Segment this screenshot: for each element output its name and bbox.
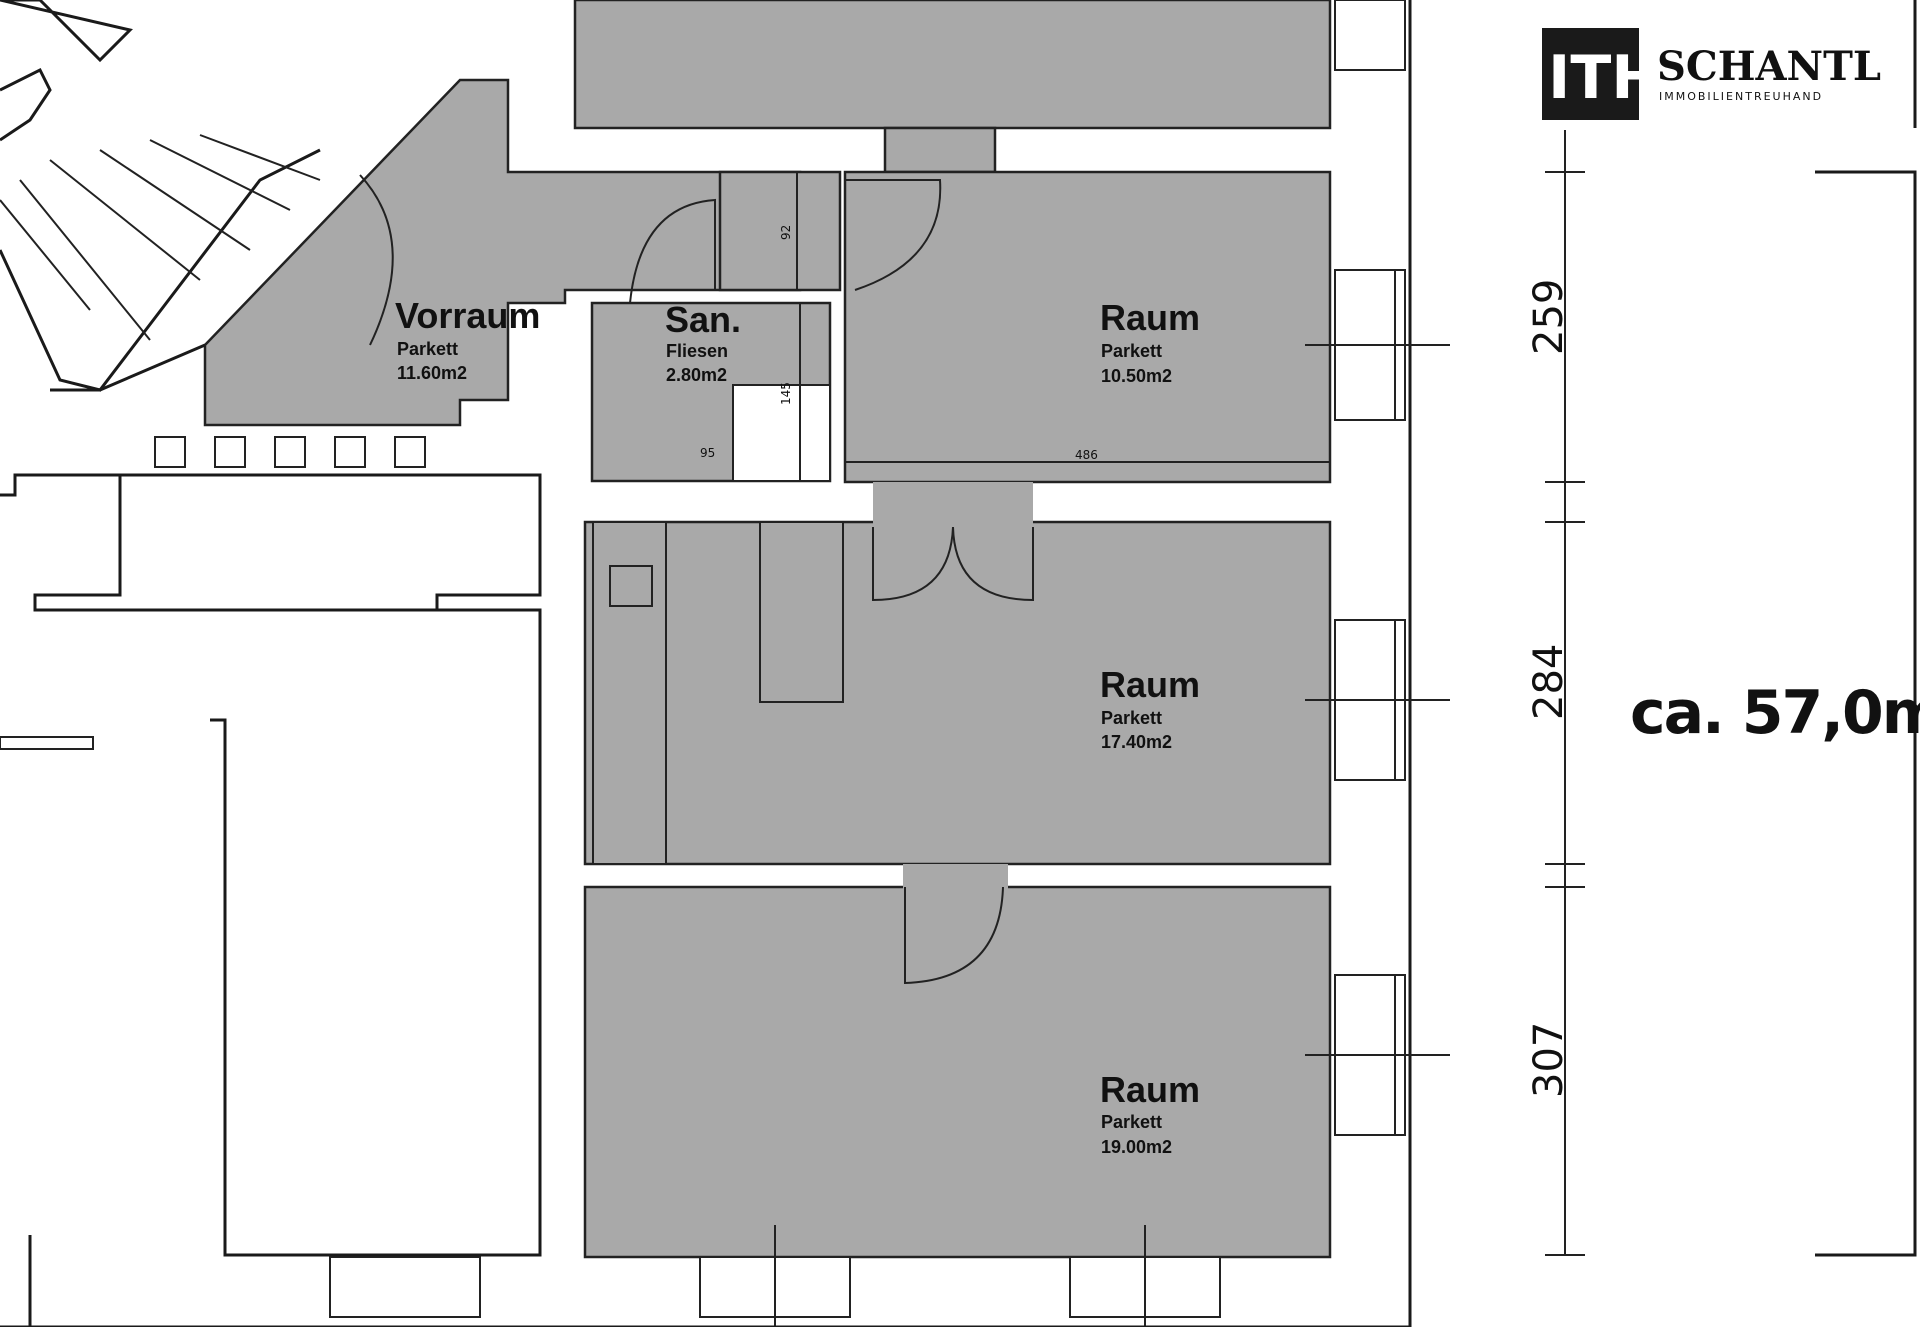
- logo-name: SCHANTL: [1657, 43, 1881, 90]
- block-3: [274, 436, 306, 468]
- dimension-label-259: 259: [1526, 279, 1572, 355]
- dimension-label-145: 145: [779, 382, 793, 405]
- door-arc-raum-1: [845, 179, 942, 291]
- left-wall-outline: [0, 473, 542, 1257]
- raum-3-label: Raum: [1100, 1069, 1200, 1110]
- raum-3-area: 19.00m2: [1101, 1137, 1172, 1157]
- left-shelf: [0, 736, 94, 750]
- dimension-label-486: 486: [1075, 448, 1098, 462]
- left-room-divider: [120, 473, 542, 610]
- raum-2-pillar: [759, 521, 844, 703]
- vorraum-label: Vorraum: [395, 295, 540, 336]
- dimension-label-284: 284: [1526, 644, 1572, 720]
- raum-1-floor: Parkett: [1101, 341, 1162, 361]
- raum-2-floor: Parkett: [1101, 708, 1162, 728]
- door-arc-vorraum: [359, 174, 394, 346]
- raum-1-label: Raum: [1100, 297, 1200, 338]
- san-label: San.: [665, 299, 741, 340]
- total-area-label: ca. 57,0m²: [1630, 678, 1920, 748]
- san-floor: Fliesen: [666, 341, 728, 361]
- vorraum-outer-wall: [50, 343, 206, 392]
- logo-subtitle: IMMOBILIENTREUHAND: [1659, 90, 1823, 103]
- hall-segment: [718, 170, 842, 292]
- block-2: [214, 436, 246, 468]
- stair-steps: [0, 134, 321, 341]
- raum-2-box: [609, 565, 653, 607]
- raum-2-label: Raum: [1100, 664, 1200, 705]
- logo-mark-box: [1542, 28, 1639, 120]
- raum-2-area: 17.40m2: [1101, 732, 1172, 752]
- block-1: [154, 436, 186, 468]
- top-room-partial: [573, 0, 1332, 130]
- dimension-label-92: 92: [779, 225, 793, 240]
- vorraum-floor: Parkett: [397, 339, 458, 359]
- block-5: [394, 436, 426, 468]
- raum-2-area: [583, 520, 1332, 866]
- right-panel-frame: [1815, 170, 1917, 1257]
- company-logo: ITH SCHANTL IMMOBILIENTREUHAND: [1542, 28, 1881, 120]
- shower-tray: [732, 384, 831, 482]
- hall-top-connector: [883, 126, 997, 174]
- raum-3-floor: Parkett: [1101, 1112, 1162, 1132]
- san-area: 2.80m2: [666, 365, 727, 385]
- vorraum-area: 11.60m2: [397, 363, 467, 383]
- dimension-label-307: 307: [1526, 1022, 1572, 1098]
- vorraum-area: [203, 78, 802, 427]
- logo-mark-text: ITH: [1548, 43, 1661, 113]
- door-arc-raum-2-right: [952, 526, 1034, 602]
- door-raum-1-2-opening: [873, 482, 1033, 527]
- raum-1-area: [843, 170, 1332, 484]
- door-arc-raum-2-left: [872, 526, 954, 602]
- raum-1-area: 10.50m2: [1101, 366, 1172, 386]
- door-arc-raum-3: [904, 886, 1004, 985]
- door-raum-2-3-opening: [903, 864, 1008, 889]
- window-bottom-mid: [699, 1225, 851, 1327]
- block-4: [334, 436, 366, 468]
- door-arc-san: [629, 198, 716, 304]
- window-bottom-right: [1069, 1225, 1221, 1327]
- window-top: [1334, 0, 1406, 71]
- dimension-label-95: 95: [700, 446, 715, 460]
- window-bottom-left: [329, 1256, 481, 1318]
- raum-2-inner-wall: [592, 521, 667, 865]
- raum-3-area: [583, 885, 1332, 1259]
